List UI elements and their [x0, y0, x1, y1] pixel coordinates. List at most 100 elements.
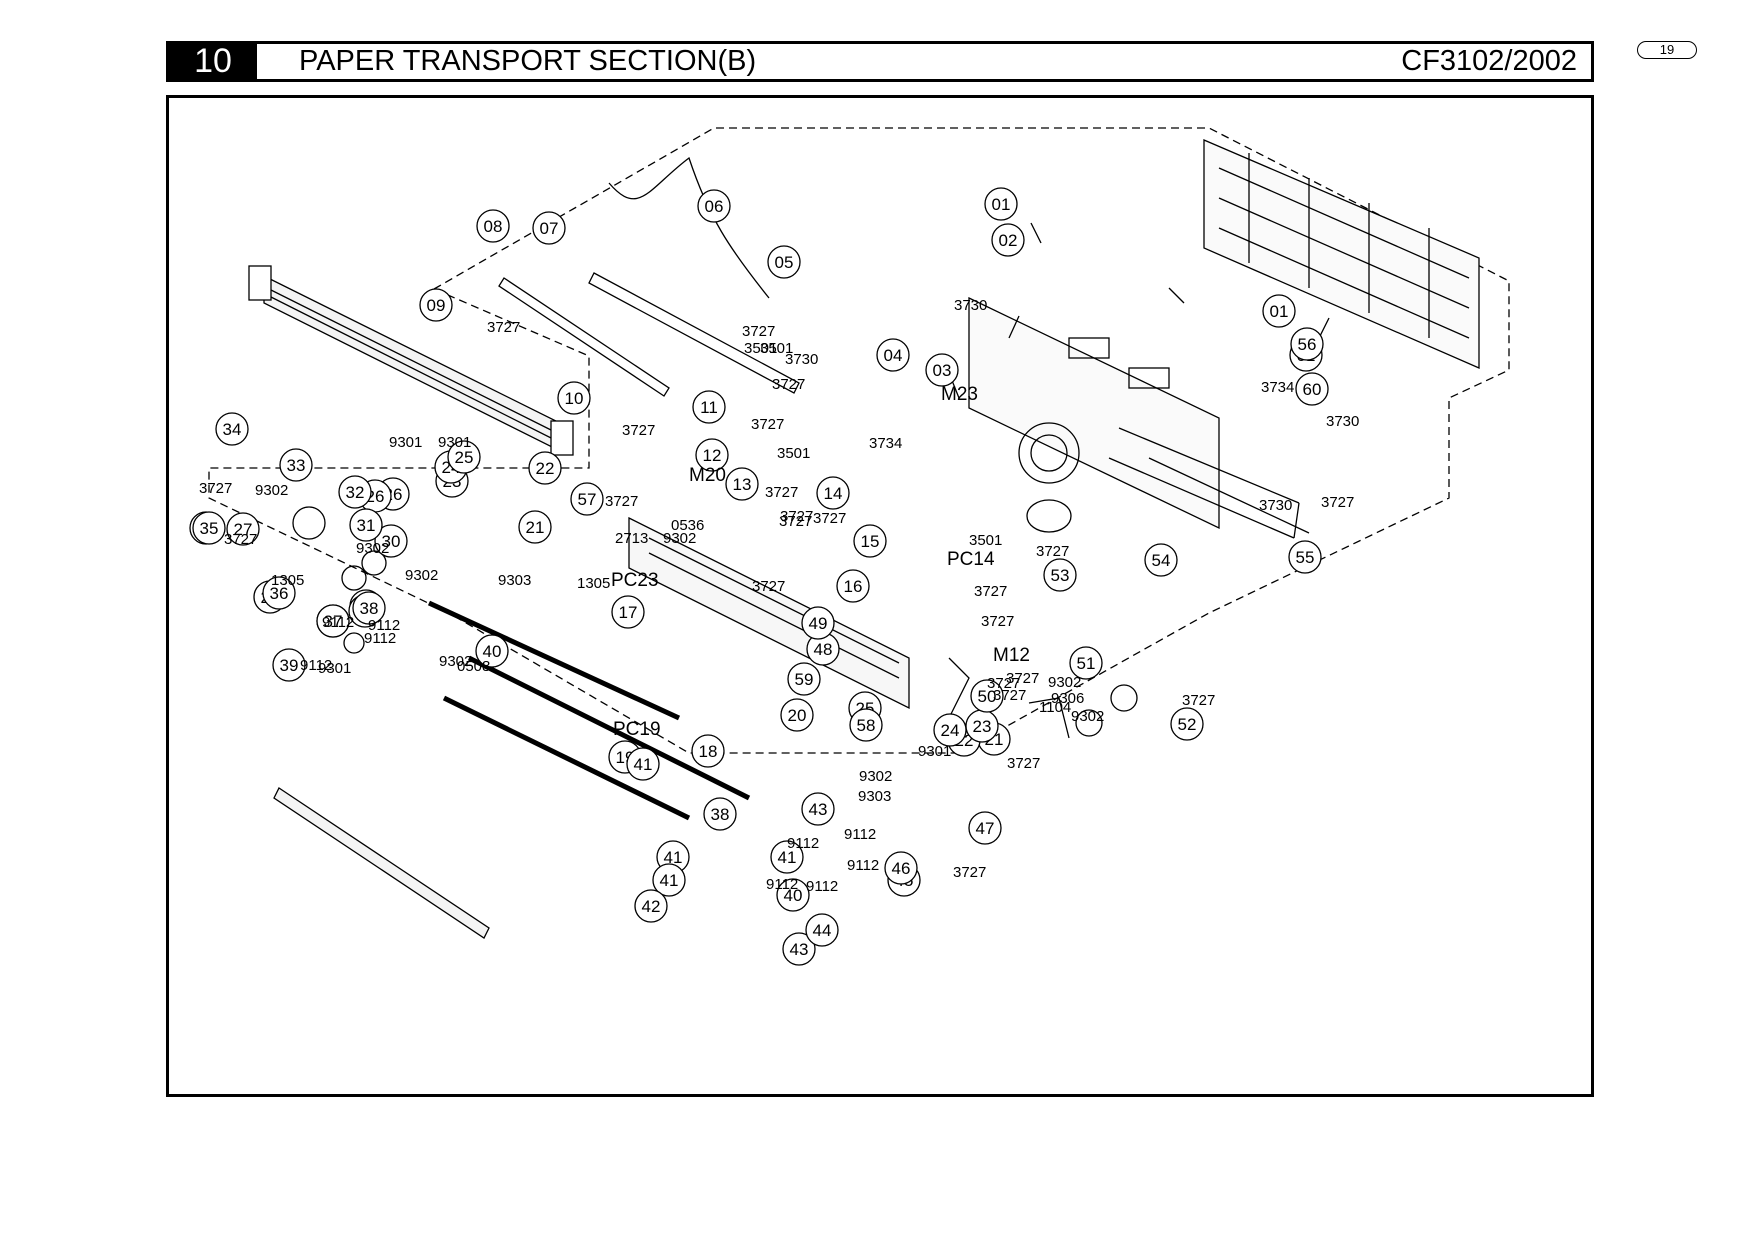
callout-55: 55 [1288, 540, 1322, 574]
part-number-label: 3727 [742, 323, 775, 340]
part-number-label: 3501 [777, 445, 810, 462]
part-number-label: 9112 [364, 630, 396, 647]
callout-47: 47 [968, 811, 1002, 845]
part-number-label: 3501 [969, 532, 1002, 549]
part-number-label: 3730 [954, 297, 987, 314]
callout-48: 48 [806, 632, 840, 666]
callout-label: 41 [778, 848, 797, 867]
callout-label: 17 [619, 603, 638, 622]
callout-11: 11 [692, 390, 726, 424]
part-number-label: 3727 [1036, 543, 1069, 560]
gear-37 [341, 565, 367, 591]
callout-18: 18 [691, 734, 725, 768]
callout-label: 22 [536, 459, 555, 478]
callout-20: 20 [780, 698, 814, 732]
part-number-label: 9306 [1051, 690, 1084, 707]
part-number-label: 1305 [271, 572, 304, 589]
callout-02: 02 [991, 223, 1025, 257]
callout-label: 15 [861, 532, 880, 551]
callout-23: 23 [965, 709, 999, 743]
callout-41: 41 [652, 863, 686, 897]
callout-33: 33 [279, 448, 313, 482]
model-number: CF3102/2002 [1401, 45, 1577, 77]
callout-36: 36 [262, 576, 296, 610]
callout-58: 58 [849, 708, 883, 742]
callout-label: 01 [992, 195, 1011, 214]
part-number-label: 9112 [806, 878, 838, 895]
callout-label: 16 [844, 577, 863, 596]
callout-label: 54 [1152, 551, 1171, 570]
section-number: 10 [169, 44, 257, 79]
fixing-unit [263, 274, 565, 455]
callout-52: 52 [1170, 707, 1204, 741]
callout-label: 43 [790, 940, 809, 959]
part-number-label: 3727 [487, 319, 520, 336]
callout-label: 42 [642, 897, 661, 916]
component-label: M23 [941, 384, 978, 405]
part-number-label: 9112 [847, 857, 879, 874]
part-number-label: 3734 [869, 435, 902, 452]
callout-01: 01 [1262, 294, 1296, 328]
callout-label: 34 [223, 420, 242, 439]
callout-08: 08 [476, 209, 510, 243]
callout-label: 05 [775, 253, 794, 272]
callout-32: 32 [338, 475, 372, 509]
part-number-label: 3727 [605, 493, 638, 510]
callout-40: 40 [776, 878, 810, 912]
part-number-label: 9303 [858, 788, 891, 805]
callout-37: 37 [316, 604, 350, 638]
callout-04: 04 [876, 338, 910, 372]
part-number-label: 9303 [498, 572, 531, 589]
part-number-label: 9302 [859, 768, 892, 785]
callout-27: 27 [226, 512, 260, 546]
gear-52 [1075, 709, 1103, 737]
component-label: M20 [689, 465, 726, 486]
part-number-label: 1104 [1039, 699, 1071, 716]
callout-label: 50 [978, 687, 997, 706]
callout-label: 02 [999, 231, 1018, 250]
callout-label: 06 [705, 197, 724, 216]
part-number-label: 3727 [1007, 755, 1040, 772]
part-number-label: 9302 [1071, 708, 1104, 725]
callout-label: 14 [824, 484, 843, 503]
gear-51 [1110, 684, 1138, 712]
callout-22: 22 [528, 451, 562, 485]
callout-label: 23 [973, 717, 992, 736]
callout-label: 40 [483, 642, 502, 661]
callout-label: 41 [660, 871, 679, 890]
callout-label: 31 [357, 516, 376, 535]
part-number-label: 3727 [199, 480, 232, 497]
callout-label: 36 [270, 584, 289, 603]
callout-17: 17 [611, 595, 645, 629]
callout-label: 40 [784, 886, 803, 905]
callout-40: 40 [475, 634, 509, 668]
callout-label: 46 [892, 859, 911, 878]
callout-label: 33 [287, 456, 306, 475]
callout-label: 58 [857, 716, 876, 735]
callout-label: 41 [634, 755, 653, 774]
lower-rail [273, 787, 490, 939]
callout-43: 43 [801, 792, 835, 826]
roller-lower-1 [442, 695, 691, 821]
callout-34: 34 [215, 412, 249, 446]
callout-57: 57 [570, 482, 604, 516]
part-number-label: 9302 [439, 653, 472, 670]
part-number-label: 9112 [322, 614, 354, 631]
callout-label: 20 [788, 706, 807, 725]
callout-54: 54 [1144, 543, 1178, 577]
callout-label: 48 [814, 640, 833, 659]
callout-51: 51 [1069, 646, 1103, 680]
callout-label: 18 [699, 742, 718, 761]
part-number-label: 3727 [981, 613, 1014, 630]
callout-05: 05 [767, 245, 801, 279]
part-number-label: 0536 [671, 517, 704, 534]
part-number-label: 3501 [760, 340, 793, 357]
callout-label: 25 [455, 448, 474, 467]
part-number-label: 3727 [224, 531, 257, 548]
part-number-label: 3727 [765, 484, 798, 501]
part-number-label: 9112 [844, 826, 876, 843]
callout-label: 08 [484, 217, 503, 236]
callout-label: 57 [578, 490, 597, 509]
callout-09: 09 [419, 288, 453, 322]
part-number-label: 3727 [772, 376, 805, 393]
